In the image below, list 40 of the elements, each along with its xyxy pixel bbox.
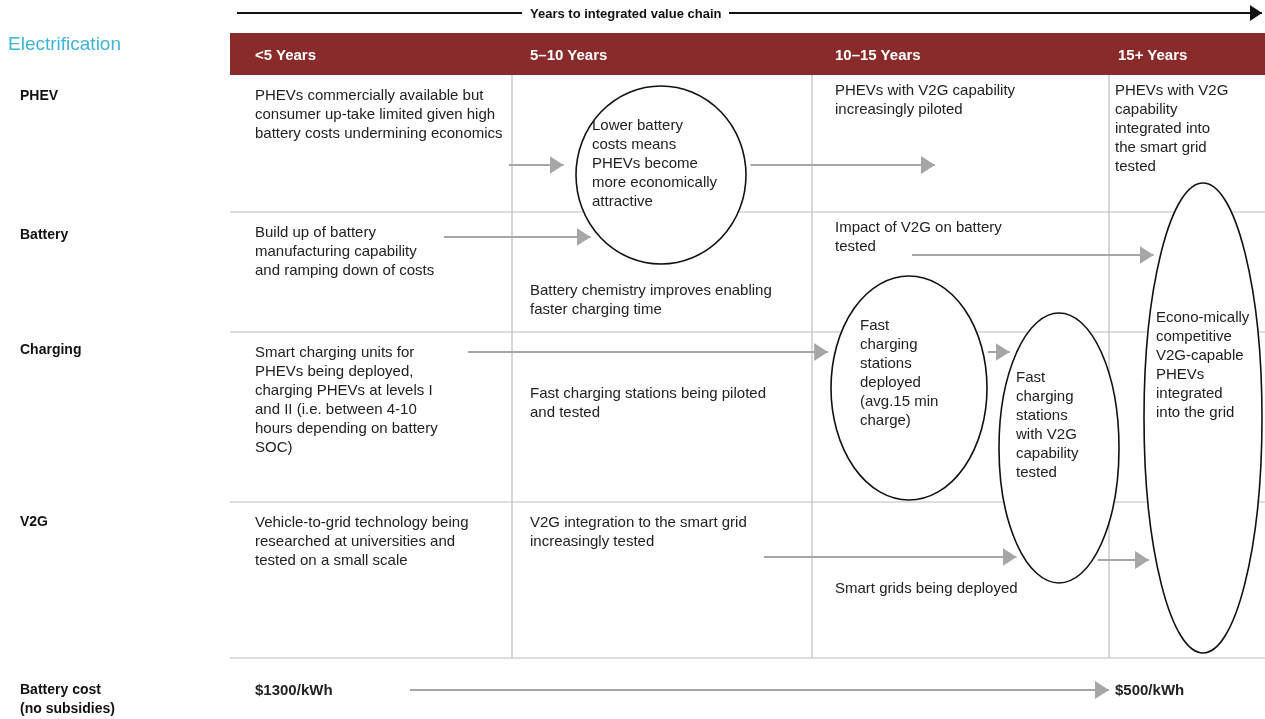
milestone-text: Build up of battery manufacturing capability and ramping down of costs xyxy=(255,222,440,279)
milestone-text: Impact of V2G on battery tested xyxy=(835,217,1045,255)
cost-value: $500/kWh xyxy=(1115,680,1215,699)
milestone-text: Fast charging stations deployed (avg.15 min charge) xyxy=(860,315,940,429)
milestone-text: PHEVs with V2G capability increasingly piloted xyxy=(835,80,1075,118)
milestone-ellipse xyxy=(1143,182,1263,654)
milestone-text: V2G integration to the smart grid increasingly tested xyxy=(530,512,760,550)
column-header: <5 Years xyxy=(255,45,317,64)
milestone-text: PHEVs commercially available but consumer up-take limited given high battery costs undermining economics xyxy=(255,85,505,142)
arrow xyxy=(1096,551,1151,569)
milestone-text: Smart charging units for PHEVs being deployed, charging PHEVs at levels I and II (i.e. between 4-10 hours depending on battery SOC) xyxy=(255,342,455,456)
row-label: Charging xyxy=(20,340,82,359)
arrow xyxy=(986,343,1011,361)
arrow xyxy=(749,156,936,174)
milestone-ellipse xyxy=(830,275,988,501)
cost-value: $1300/kWh xyxy=(255,680,355,699)
milestone-text: Fast charging stations being piloted and tested xyxy=(530,383,790,421)
milestone-text: Vehicle-to-grid technology being researched at universities and tested on a small scale xyxy=(255,512,490,569)
row-label: V2G xyxy=(20,512,48,531)
arrow xyxy=(763,548,1018,566)
column-header: 10–15 Years xyxy=(835,45,921,64)
section-title: Electrification xyxy=(8,34,121,53)
column-header: 15+ Years xyxy=(1118,45,1188,64)
row-label: Battery cost (no subsidies) xyxy=(20,680,116,718)
column-header: 5–10 Years xyxy=(530,45,608,64)
milestone-text: Smart grids being deployed xyxy=(835,578,1035,597)
arrow xyxy=(467,343,830,361)
row-label: Battery xyxy=(20,225,69,244)
milestone-text: Battery chemistry improves enabling faster charging time xyxy=(530,280,780,318)
milestone-ellipse xyxy=(575,85,747,265)
arrow xyxy=(911,246,1155,264)
milestone-text: Lower battery costs means PHEVs become more economically attractive xyxy=(592,115,719,210)
milestone-text: Fast charging stations with V2G capability tested xyxy=(1016,367,1080,481)
row-label: PHEV xyxy=(20,86,59,105)
arrow xyxy=(508,156,565,174)
milestone-ellipse xyxy=(998,312,1120,584)
milestone-text: PHEVs with V2G capability integrated into the smart grid tested xyxy=(1115,80,1230,175)
arrow xyxy=(443,228,592,246)
arrow xyxy=(409,681,1110,699)
milestone-text: Econo-mically competitive V2G-capable PHEVs integrated into the grid xyxy=(1156,307,1251,421)
